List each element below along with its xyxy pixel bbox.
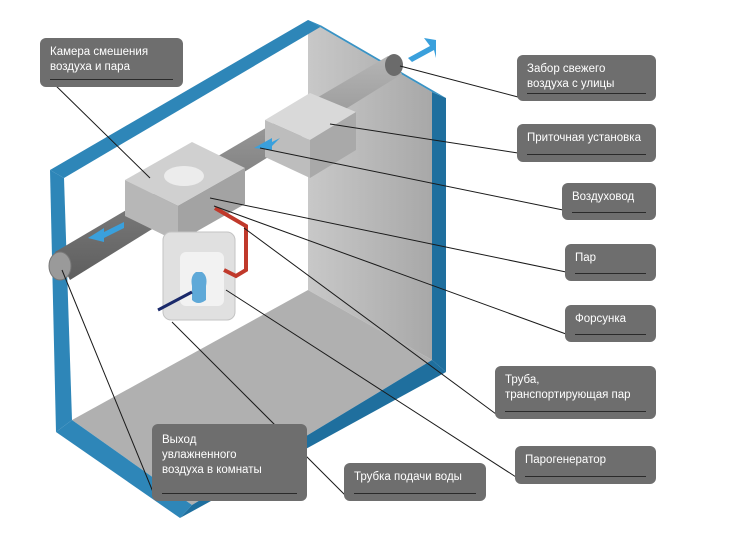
label-rule <box>162 493 297 494</box>
label-steam: Пар <box>565 244 656 281</box>
label-rule <box>527 93 646 94</box>
label-text: Труба, транспортирующая пар <box>505 374 631 401</box>
label-steam-pipe: Труба, транспортирующая пар <box>495 366 656 419</box>
label-text: Трубка подачи воды <box>354 471 462 483</box>
airflow-arrows <box>88 38 436 242</box>
water-supply-tube <box>157 290 193 312</box>
label-steam-generator: Парогенератор <box>515 446 656 484</box>
label-rule <box>527 154 646 155</box>
outlet-arrow-icon <box>88 222 124 242</box>
label-text: Забор свежего воздуха с улицы <box>527 63 615 90</box>
steam-generator <box>162 231 236 321</box>
label-fresh-air-intake: Забор свежего воздуха с улицы <box>517 55 656 101</box>
label-rule <box>50 79 173 80</box>
label-rule <box>525 476 646 477</box>
label-text: Выход увлажненного воздуха в комнаты <box>162 434 262 476</box>
label-rule <box>572 212 646 213</box>
supply-unit <box>265 93 356 178</box>
intake-arrow-icon <box>408 38 436 62</box>
label-humidified-air-outlet: Выход увлажненного воздуха в комнаты <box>152 424 307 501</box>
label-rule <box>505 411 646 412</box>
label-text: Парогенератор <box>525 454 607 466</box>
label-supply-unit: Приточная установка <box>517 124 656 162</box>
duct-outlet-opening <box>48 251 72 281</box>
label-water-tube: Трубка подачи воды <box>344 463 486 501</box>
leader-lines <box>49 65 567 496</box>
duct-intake-opening <box>385 54 403 76</box>
label-mixing-chamber: Камера смешения воздуха и пара <box>40 38 183 87</box>
label-text: Приточная установка <box>527 132 641 144</box>
label-text: Воздуховод <box>572 191 635 203</box>
label-text: Пар <box>575 252 597 264</box>
label-text: Форсунка <box>575 313 627 325</box>
label-rule <box>575 273 646 274</box>
duct-flow-arrow-icon <box>254 138 280 150</box>
mixing-chamber <box>125 142 245 242</box>
label-text: Камера смешения воздуха и пара <box>50 46 149 73</box>
label-rule <box>354 493 476 494</box>
label-air-duct: Воздуховод <box>562 183 656 220</box>
steam-pipe <box>213 206 248 279</box>
label-nozzle: Форсунка <box>565 305 656 342</box>
label-rule <box>575 334 646 335</box>
